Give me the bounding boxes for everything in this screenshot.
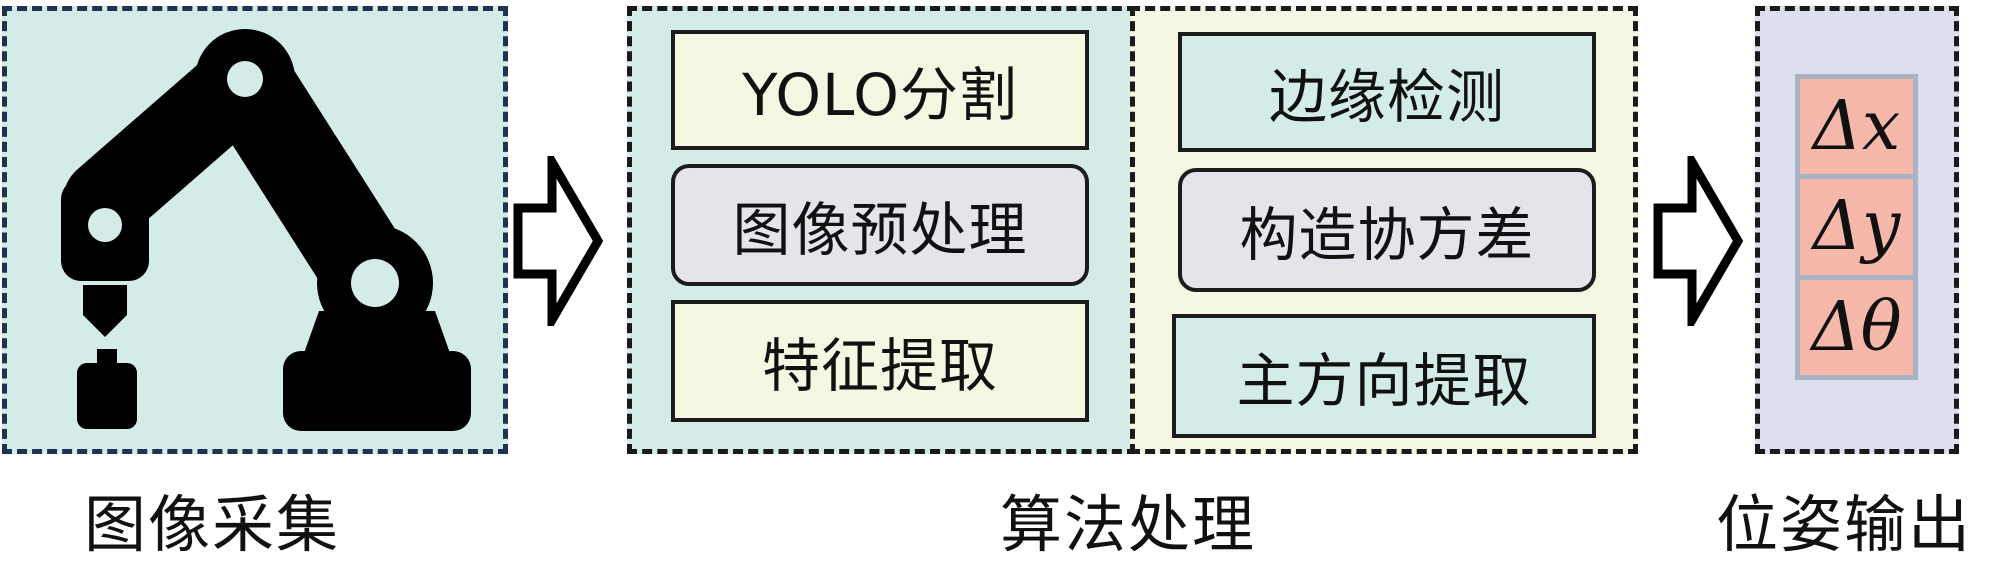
flow-arrow-icon bbox=[1653, 156, 1744, 326]
process-step-label: 特征提取 bbox=[761, 332, 998, 400]
process-step-box: 特征提取 bbox=[671, 300, 1089, 422]
flow-arrow-icon bbox=[513, 156, 604, 326]
acquisition-panel bbox=[2, 6, 508, 454]
process-step-label: 主方向提取 bbox=[1236, 347, 1532, 415]
process-step-box: 构造协方差 bbox=[1178, 168, 1596, 292]
delta-x-cell: Δx bbox=[1800, 79, 1913, 175]
processing-stage-label: 算法处理 bbox=[1000, 488, 1257, 561]
process-step-box: 图像预处理 bbox=[671, 164, 1089, 286]
process-step-label: YOLO分割 bbox=[742, 61, 1018, 129]
process-step-box: 边缘检测 bbox=[1178, 32, 1596, 152]
delta-x-label: Δx bbox=[1812, 87, 1901, 167]
process-step-label: 图像预处理 bbox=[732, 196, 1028, 264]
delta-y-label: Δy bbox=[1812, 187, 1901, 267]
output-stage-label: 位姿输出 bbox=[1716, 488, 1973, 561]
process-step-box: YOLO分割 bbox=[671, 30, 1089, 150]
pose-output-list: Δx Δy Δθ bbox=[1795, 74, 1918, 380]
delta-theta-label: Δθ bbox=[1811, 287, 1902, 367]
delta-y-cell: Δy bbox=[1800, 179, 1913, 275]
acquisition-stage-label: 图像采集 bbox=[84, 488, 341, 561]
delta-theta-cell: Δθ bbox=[1800, 279, 1913, 375]
process-step-label: 构造协方差 bbox=[1239, 201, 1535, 269]
process-step-box: 主方向提取 bbox=[1172, 314, 1596, 438]
robot-arm-icon bbox=[61, 29, 471, 431]
process-step-label: 边缘检测 bbox=[1268, 63, 1505, 131]
